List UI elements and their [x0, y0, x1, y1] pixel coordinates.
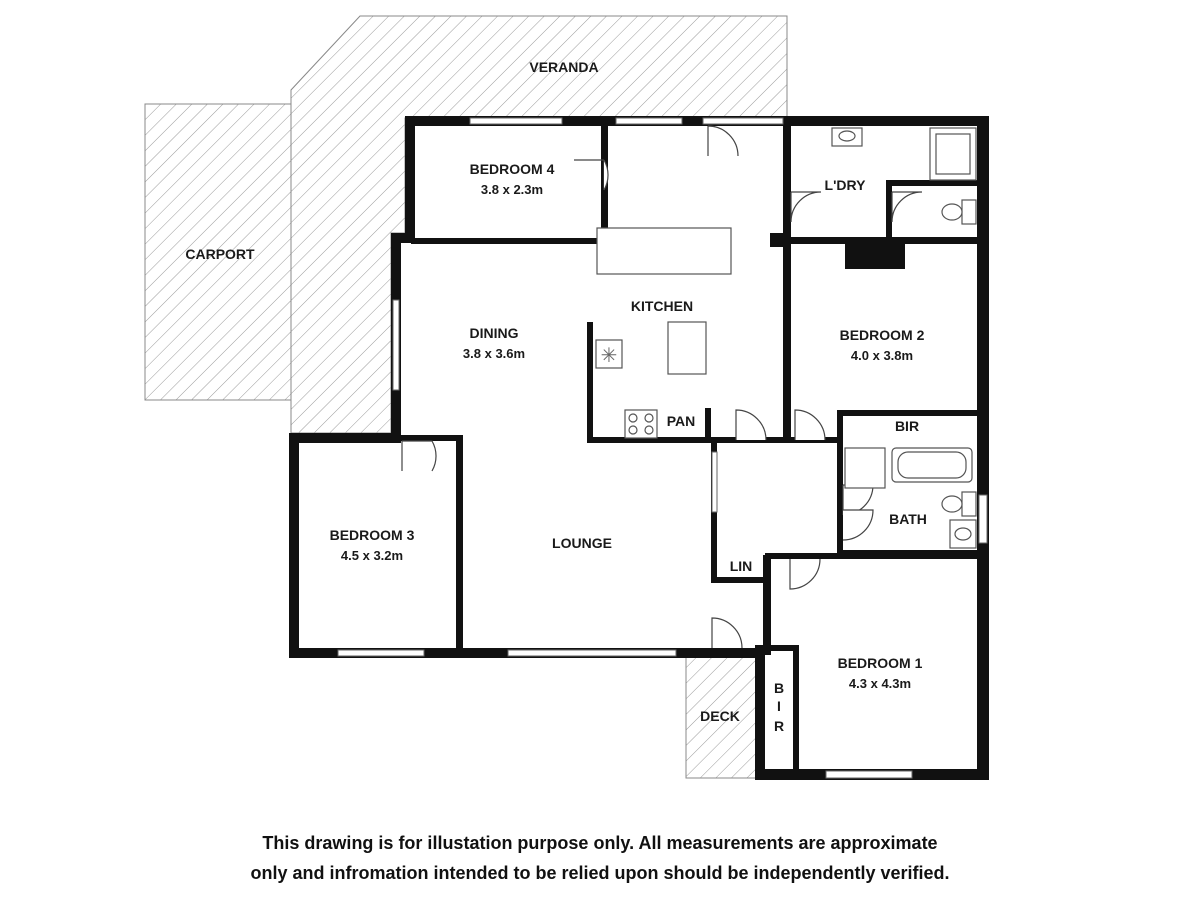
- wall: [587, 322, 593, 442]
- wall: [456, 435, 463, 655]
- deck-area: [685, 653, 757, 779]
- bedroom4-label: BEDROOM 4: [470, 161, 555, 177]
- bedroom3-label: BEDROOM 3: [330, 527, 415, 543]
- wall: [711, 443, 717, 583]
- wall: [587, 437, 837, 443]
- bath-shower: [844, 447, 886, 489]
- wall: [977, 116, 989, 780]
- dining-size: 3.8 x 3.6m: [463, 346, 525, 361]
- disclaimer: This drawing is for illustation purpose …: [0, 828, 1200, 888]
- bedroom1-label: BEDROOM 1: [838, 655, 923, 671]
- floor-plan: ✳ VERANDA CARPORT BEDROOM 4 3.8 x 2.3m K…: [144, 15, 989, 780]
- bir-bedroom2-label: BIR: [895, 418, 919, 434]
- wall: [837, 410, 843, 556]
- fixtures: ✳: [595, 127, 977, 549]
- bedroom2-size: 4.0 x 3.8m: [851, 348, 913, 363]
- wall: [405, 116, 415, 240]
- wall: [793, 645, 799, 775]
- kitchen-label: KITCHEN: [631, 298, 693, 314]
- bir-bedroom1-letter-b: B: [774, 680, 784, 696]
- wall: [886, 180, 892, 242]
- lounge-label: LOUNGE: [552, 535, 612, 551]
- wall: [705, 408, 711, 440]
- wall: [755, 645, 765, 780]
- toilet: [961, 199, 977, 225]
- door: [711, 617, 743, 649]
- window: [615, 117, 683, 125]
- deck-label: DECK: [700, 708, 740, 724]
- bir-bedroom1-letter-r: R: [774, 718, 784, 734]
- bath-label: BATH: [889, 511, 927, 527]
- kitchen-bench: [596, 227, 732, 275]
- kitchen-island: [667, 321, 707, 375]
- window: [392, 299, 400, 391]
- wall: [783, 126, 791, 442]
- cooktop: [624, 409, 658, 439]
- door: [842, 509, 874, 541]
- window: [978, 494, 988, 544]
- wall: [711, 577, 769, 583]
- wall: [763, 645, 799, 651]
- windows: [337, 117, 988, 779]
- veranda-label: VERANDA: [529, 59, 598, 75]
- door: [790, 191, 822, 223]
- carport-area: [144, 103, 292, 401]
- door: [789, 558, 821, 590]
- outdoor-areas: [144, 15, 788, 779]
- window: [469, 117, 563, 125]
- window: [825, 770, 913, 779]
- doors: [401, 125, 923, 649]
- room-labels: VERANDA CARPORT BEDROOM 4 3.8 x 2.3m KIT…: [185, 59, 927, 734]
- wall: [770, 233, 786, 247]
- door: [735, 409, 767, 441]
- wall: [391, 233, 413, 243]
- door: [603, 159, 609, 191]
- wall: [783, 237, 985, 244]
- wall: [405, 116, 987, 126]
- window: [337, 649, 425, 657]
- door: [707, 125, 739, 157]
- bedroom2-label: BEDROOM 2: [840, 327, 925, 343]
- wall: [289, 433, 401, 443]
- sink-icon: ✳: [601, 345, 618, 367]
- door: [891, 191, 923, 223]
- wall: [886, 180, 983, 186]
- wall: [411, 238, 607, 244]
- sink: [595, 339, 623, 369]
- bath-toilet: [961, 491, 977, 517]
- dining-label: DINING: [470, 325, 519, 341]
- wall: [837, 410, 985, 416]
- door: [401, 440, 437, 472]
- bedroom3-size: 4.5 x 3.2m: [341, 548, 403, 563]
- carport-label: CARPORT: [185, 246, 255, 262]
- wall: [765, 553, 980, 559]
- linen-label: LIN: [730, 558, 753, 574]
- wall: [763, 555, 771, 655]
- wall: [845, 244, 905, 269]
- disclaimer-line-2: only and infromation intended to be reli…: [250, 863, 950, 883]
- window: [702, 117, 784, 125]
- bedroom4-size: 3.8 x 2.3m: [481, 182, 543, 197]
- window: [507, 649, 677, 657]
- wall: [289, 433, 299, 658]
- bedroom1-size: 4.3 x 4.3m: [849, 676, 911, 691]
- wall: [397, 435, 463, 441]
- window: [711, 451, 718, 513]
- pantry-label: PAN: [667, 413, 696, 429]
- bir-bedroom1-letter-i: I: [777, 698, 781, 714]
- door: [794, 409, 826, 441]
- disclaimer-line-1: This drawing is for illustation purpose …: [262, 833, 938, 853]
- laundry-label: L'DRY: [825, 177, 867, 193]
